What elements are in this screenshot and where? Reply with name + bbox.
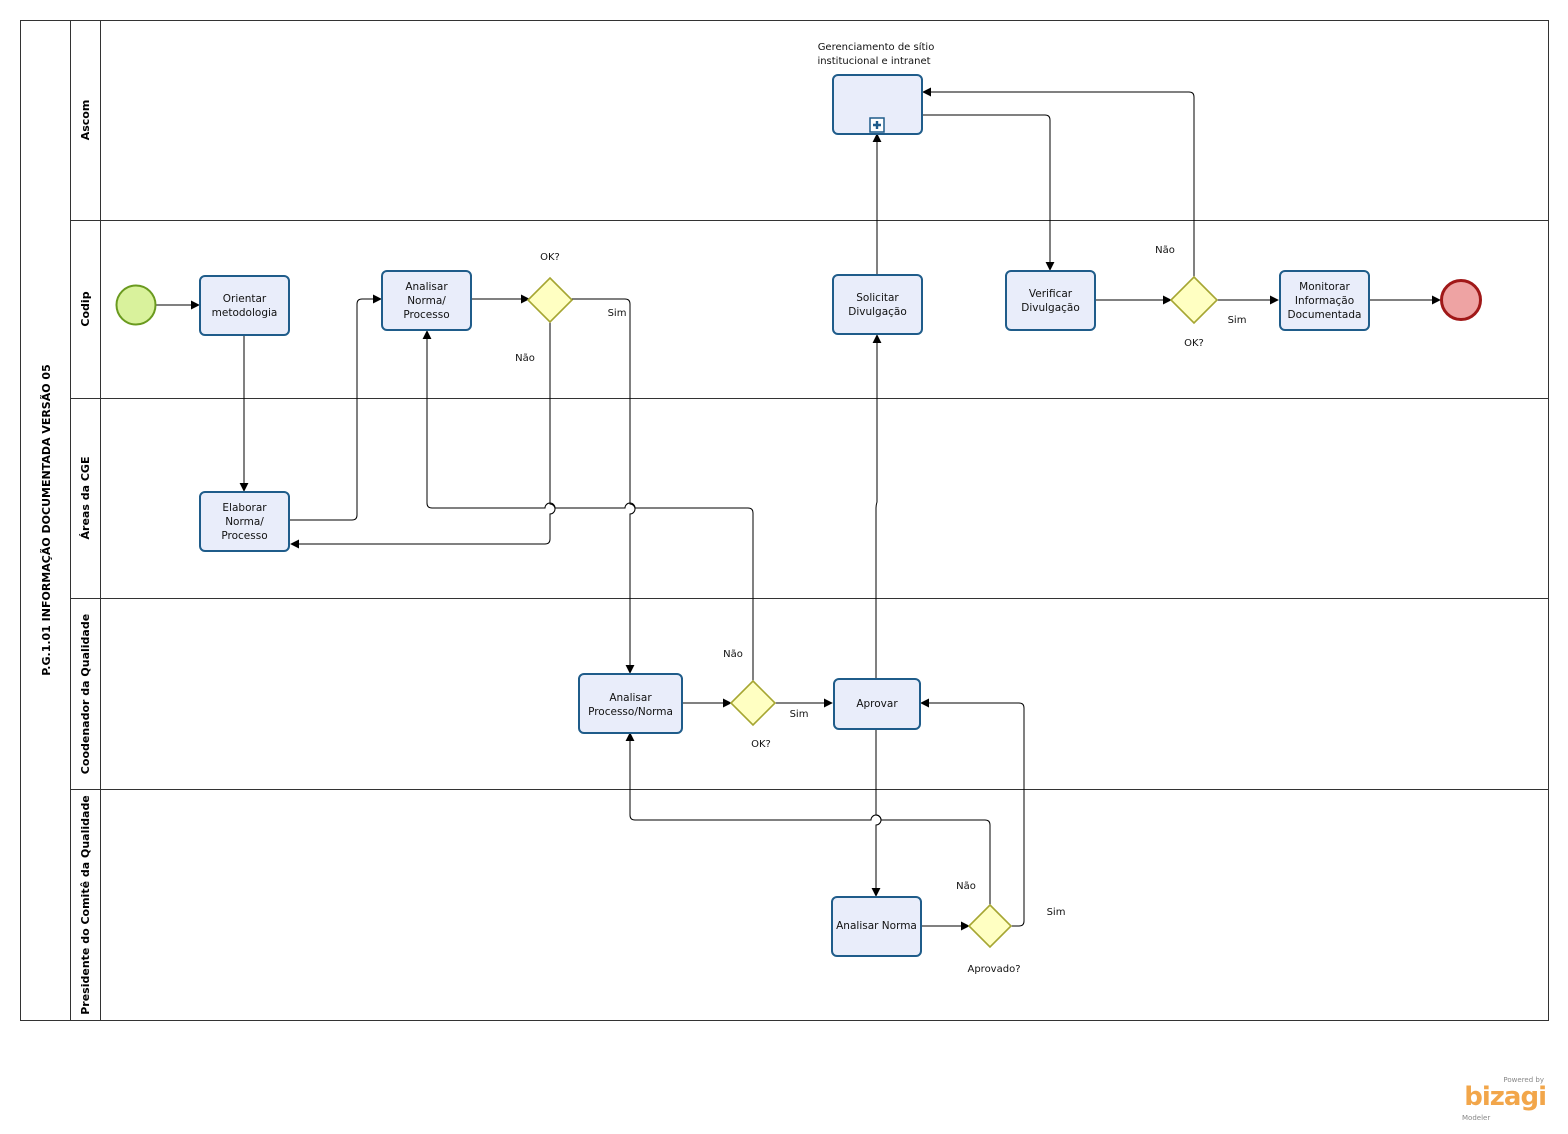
flow-subprocess-to-verificar	[922, 114, 1055, 271]
task-label-line: Norma/	[225, 516, 264, 528]
flow-g4-yes-to-aprovar	[920, 698, 1025, 927]
gateway-label: Aprovado?	[967, 964, 1020, 975]
flow-g2-no-to-analisar-norma	[422, 330, 754, 682]
flow-g1-yes-to-analisar-processo	[571, 298, 636, 674]
task-label-line: Processo/Norma	[588, 706, 673, 718]
lane-title-areas-cge: Áreas da CGE	[79, 457, 92, 540]
gateway-label: OK?	[751, 739, 771, 750]
task-label-line: metodologia	[212, 307, 278, 319]
task-label-line: Documentada	[1288, 309, 1362, 321]
task-label-line: Monitorar	[1299, 281, 1350, 293]
task-label-line: Informação	[1295, 295, 1354, 307]
bizagi-logo: Powered by bizagi Modeler	[1460, 1076, 1547, 1122]
flow-label-sim: Sim	[1047, 907, 1066, 918]
gateway-ok-verificacao[interactable]: OK?	[1169, 275, 1219, 349]
flow-aprovar-to-solicitar	[872, 334, 882, 678]
flow-g3-no-to-subprocess	[922, 87, 1195, 278]
gateway-label: OK?	[540, 252, 560, 263]
subprocess-title-line: Gerenciamento de sítio	[818, 41, 935, 53]
task-orientar-metodologia[interactable]: Orientar metodologia	[199, 275, 290, 336]
task-analisar-norma[interactable]: Analisar Norma	[831, 896, 922, 957]
flow-label-nao: Não	[956, 881, 976, 892]
lane-titles: Ascom Codip Áreas da CGE Coodenador da Q…	[79, 100, 92, 1015]
task-label-line: Verificar	[1029, 288, 1073, 300]
pool-title: P.G.1.01 INFORMAÇÃO DOCUMENTADA VERSÃO 0…	[40, 364, 53, 675]
task-label-line: Analisar	[405, 281, 448, 293]
task-label-line: Processo	[403, 309, 449, 321]
flow-label-nao: Não	[1155, 245, 1175, 256]
lane-title-ascom: Ascom	[79, 100, 92, 141]
flow-g4-no-to-analisar-processo	[625, 732, 991, 905]
task-label-line: Norma/	[407, 295, 446, 307]
lane-title-coordenador-qualidade: Coodenador da Qualidade	[79, 614, 92, 774]
gateway-aprovado[interactable]: Aprovado?	[967, 903, 1021, 975]
task-label-line: Analisar Norma	[836, 920, 917, 932]
flow-elaborar-to-analisar	[290, 294, 382, 521]
task-label-line: Solicitar	[856, 292, 899, 304]
brand-powered-text: Powered by	[1503, 1076, 1544, 1084]
expand-plus-icon[interactable]	[869, 117, 885, 133]
flow-g1-no-to-elaborar	[290, 321, 556, 549]
end-event[interactable]	[1440, 279, 1482, 321]
task-label-line: Analisar	[609, 692, 652, 704]
flow-label-sim: Sim	[790, 709, 809, 720]
task-label-line: Divulgação	[1021, 302, 1080, 314]
flow-label-sim: Sim	[608, 308, 627, 319]
brand-product: Modeler	[1462, 1114, 1491, 1122]
task-label-line: Elaborar	[222, 502, 267, 514]
subprocess-title-line: institucional e intranet	[817, 56, 930, 67]
gateway-label: OK?	[1184, 338, 1204, 349]
flow-label-nao: Não	[723, 649, 743, 660]
lane-title-presidente-comite: Presidente do Comitê da Qualidade	[79, 795, 92, 1015]
task-label-line: Divulgação	[848, 306, 907, 318]
gateway-ok-coordenador[interactable]: OK?	[729, 679, 777, 750]
svg-text:Analisar Norma: Analisar Norma	[836, 920, 917, 932]
task-label-line: Aprovar	[856, 698, 898, 710]
task-aprovar[interactable]: Aprovar	[833, 678, 921, 730]
start-event[interactable]	[115, 284, 157, 326]
flow-labels: Sim Não Sim Não Sim Não Sim Não	[515, 245, 1246, 918]
brand-name: bizagi	[1464, 1082, 1547, 1112]
flow-label-nao: Não	[515, 353, 535, 364]
gateway-ok-analise-codip[interactable]: OK?	[526, 252, 574, 324]
task-label-line: Processo	[221, 530, 267, 542]
task-label-line: Orientar	[223, 293, 267, 305]
sequence-flows	[156, 87, 1441, 931]
flow-label-sim: Sim	[1228, 315, 1247, 326]
svg-text:Aprovar: Aprovar	[856, 698, 898, 710]
lane-title-codip: Codip	[79, 291, 92, 326]
subprocess-gerenciamento-sitio[interactable]: Gerenciamento de sítio institucional e in…	[817, 41, 934, 135]
